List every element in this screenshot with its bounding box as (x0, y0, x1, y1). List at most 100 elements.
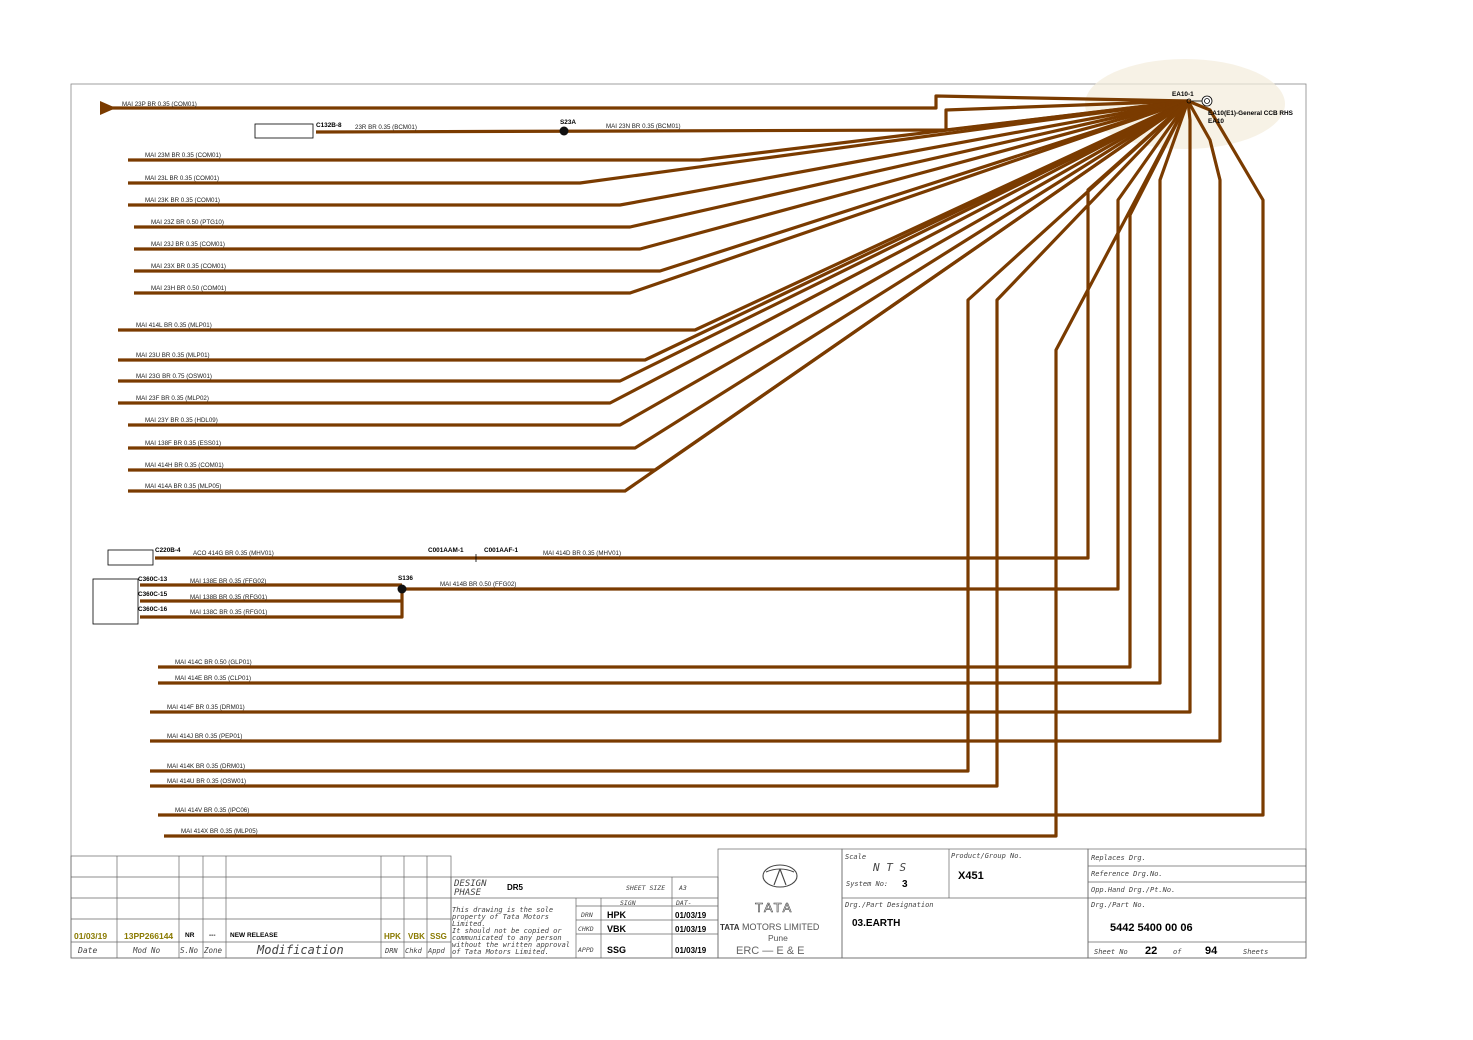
hdr-s-no: S.No (180, 946, 199, 955)
wire-23X[interactable] (134, 99, 1189, 273)
wire-23Z[interactable] (134, 99, 1189, 229)
wire-414X[interactable] (164, 100, 1190, 838)
wire-414J[interactable] (150, 100, 1222, 743)
notice-line: It should not be copied or (452, 927, 562, 935)
wire-label: MAI 414L BR 0.35 (MLP01) (136, 322, 212, 329)
ground-id: EA10-1 (1172, 91, 1194, 98)
part-designation-value: 03.EARTH (852, 918, 900, 929)
wire-23L[interactable] (128, 99, 1189, 185)
label-c220: C220B-4 (155, 547, 181, 554)
title-block (70, 848, 1307, 959)
wire-label: MAI 23U BR 0.35 (MLP01) (136, 352, 210, 359)
wire-414V[interactable] (158, 99, 1265, 817)
of-label: of (1173, 948, 1182, 956)
date-chkd: 01/03/19 (675, 925, 707, 934)
wire-414C[interactable] (158, 100, 1190, 669)
wire-label: MAI 23N BR 0.35 (BCM01) (606, 123, 681, 130)
wire-23M[interactable] (128, 99, 1189, 162)
wire-label: MAI 23X BR 0.35 (COM01) (151, 263, 226, 270)
wire-138F[interactable] (128, 99, 1189, 450)
sheets-label: Sheets (1243, 948, 1268, 956)
rev-appd: SSG (430, 932, 447, 941)
design-phase-label-2: PHASE (454, 888, 482, 898)
scale-value: N T S (872, 861, 906, 874)
system-no-label: System No: (846, 880, 888, 888)
sign-appd: SSG (607, 945, 626, 955)
connector-box-c132[interactable] (254, 123, 314, 139)
wire-414F[interactable] (150, 100, 1192, 714)
hdr-appd: Appd (427, 947, 446, 955)
label-s136: S136 (398, 575, 413, 582)
company-name: MOTORS LIMITED (742, 922, 820, 932)
wire-label: MAI 23P BR 0.35 (COM01) (122, 101, 197, 108)
hdr-drn: DRN (384, 947, 398, 955)
sign-label: SIGN (620, 899, 636, 907)
wire-label: MAI 414E BR 0.35 (CLP01) (175, 675, 251, 682)
drg-part-no-value: 5442 5400 00 06 (1110, 922, 1193, 934)
wire-23N[interactable] (315, 99, 1189, 134)
total-sheets-value: 94 (1205, 945, 1218, 957)
arrow-icon (100, 101, 116, 115)
hdr-date: Date (77, 946, 97, 955)
hdr-mod-no: Mod No (132, 946, 161, 955)
brand-logo: TATA (755, 900, 793, 915)
wire-label: MAI 23J BR 0.35 (COM01) (151, 241, 225, 248)
wire-label: MAI 414C BR 0.50 (GLP01) (175, 659, 252, 666)
wire-414E[interactable] (158, 100, 1190, 685)
wire-414L[interactable] (118, 99, 1189, 332)
design-phase-value: DR5 (507, 883, 524, 892)
wire-label: MAI 138F BR 0.35 (ESS01) (145, 440, 221, 447)
splice-s136-icon[interactable] (397, 584, 407, 594)
hdr-modification: Modification (256, 943, 344, 957)
opp-hand-label: Opp.Hand Drg./Pt.No. (1091, 886, 1175, 894)
wire-label: MAI 138B BR 0.35 (RFG01) (190, 594, 267, 601)
notice-line: of Tata Motors Limited. (452, 948, 549, 956)
company-city: Pune (768, 933, 788, 943)
wire-label: MAI 414V BR 0.35 (IPC06) (175, 807, 249, 814)
wire-labels: MAI 23P BR 0.35 (COM01) 23R BR 0.35 (BCM… (122, 101, 681, 835)
wire-label: MAI 23M BR 0.35 (COM01) (145, 152, 221, 159)
wire-label: MAI 414A BR 0.35 (MLP05) (145, 483, 221, 490)
wire-label: MAI 23L BR 0.35 (COM01) (145, 175, 219, 182)
rev-mod-no: 13PP266144 (124, 931, 173, 941)
wire-23U[interactable] (118, 99, 1189, 362)
notice-line: This drawing is the sole (452, 906, 553, 914)
wire-414A[interactable] (128, 99, 1189, 493)
wire-label: MAI 23Z BR 0.50 (PTG10) (151, 219, 224, 226)
notice-line: property of Tata Motors (452, 913, 549, 921)
wire-23K[interactable] (128, 99, 1189, 207)
label-c360-16: C360C-16 (138, 606, 168, 613)
wire-label: 23R BR 0.35 (BCM01) (355, 124, 417, 131)
wire-23H[interactable] (134, 99, 1189, 295)
wire-23J[interactable] (134, 99, 1189, 251)
wire-414U[interactable] (150, 99, 1190, 788)
hdr-chkd: Chkd (405, 947, 423, 955)
date-appd: 01/03/19 (675, 946, 707, 955)
wire-23Y[interactable] (128, 99, 1189, 427)
sheet-size-label: SHEET SIZE (626, 884, 665, 892)
splice-s23a-icon[interactable] (559, 126, 569, 136)
wire-138C[interactable] (140, 589, 404, 619)
sign-drn: HPK (607, 910, 627, 920)
wire-23P[interactable] (104, 94, 1189, 110)
sheet-no-label: Sheet No (1094, 948, 1128, 956)
ground-symbol-icon[interactable] (1186, 95, 1213, 107)
wire-label: ACO 414G BR 0.35 (MHV01) (193, 550, 274, 557)
label-c001m: C001AAM-1 (428, 547, 464, 554)
wire-414K[interactable] (150, 99, 1190, 773)
wire-414B[interactable] (402, 100, 1190, 591)
wire-23F[interactable] (118, 99, 1189, 405)
ground-sub: EA10 (1208, 118, 1224, 125)
wire-label: MAI 23K BR 0.35 (COM01) (145, 197, 220, 204)
reference-label: Reference Drg.No. (1091, 870, 1163, 878)
connector-box-c360[interactable] (92, 578, 139, 625)
wire-23G[interactable] (118, 99, 1189, 383)
connector-box-c220[interactable] (107, 549, 154, 566)
system-no-value: 3 (902, 879, 908, 890)
wire-label: MAI 23F BR 0.35 (MLP02) (136, 395, 209, 402)
ground-name: EA10(E1)-General CCB RHS (1208, 110, 1294, 117)
wire-label: MAI 23Y BR 0.35 (HDL09) (145, 417, 218, 424)
role-chkd: CHKD (578, 925, 594, 933)
wire-label: MAI 414J BR 0.35 (PEP01) (167, 733, 242, 740)
